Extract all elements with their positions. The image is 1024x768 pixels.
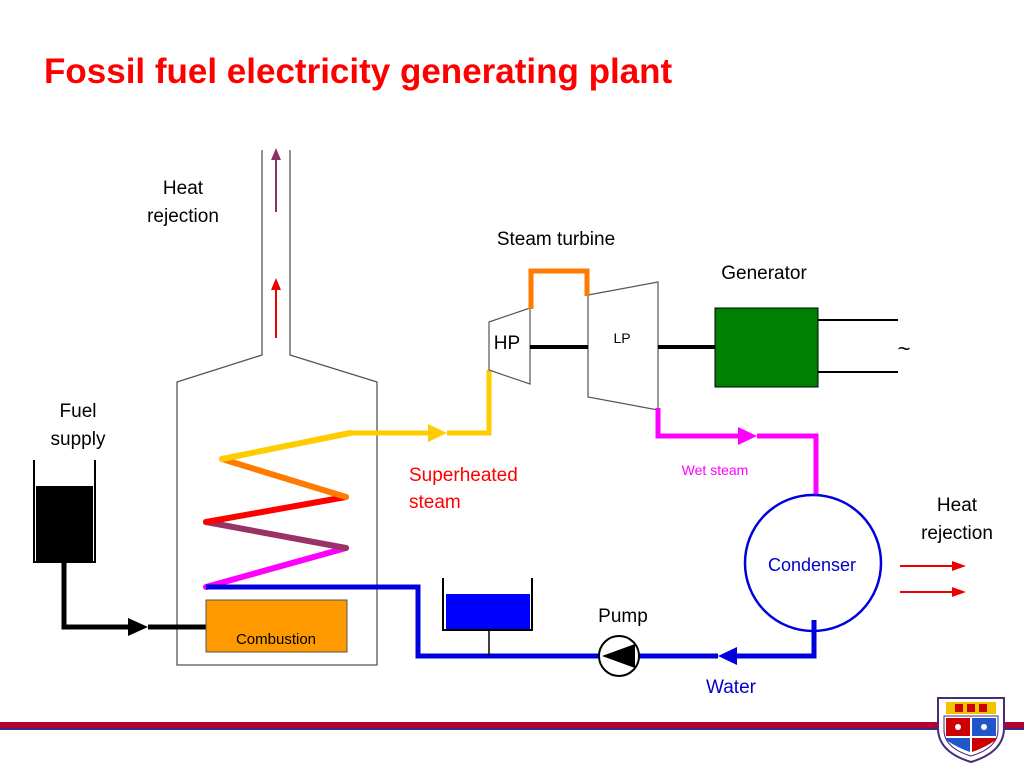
page-title: Fossil fuel electricity generating plant: [44, 52, 673, 91]
flue-heat-arrow-bottom: [271, 278, 281, 338]
generator-label: Generator: [721, 263, 807, 284]
condenser-label: Condenser: [768, 555, 856, 575]
lp-label: LP: [613, 330, 630, 346]
superheated-steam-pipe: [350, 370, 492, 442]
boiler-coil: [203, 430, 353, 590]
wet-steam-label: Wet steam: [682, 462, 749, 478]
steam-turbine-label: Steam turbine: [497, 229, 615, 250]
water-pipe: [206, 584, 817, 665]
superheated-steam-label-1: Superheated: [409, 465, 518, 486]
water-label: Water: [706, 677, 757, 698]
feed-tank-water: [446, 594, 530, 629]
flue-heat-arrow-top: [271, 148, 281, 212]
fuel-supply-label-1: Fuel: [60, 401, 97, 422]
generator-box: [714, 307, 819, 388]
combustion-label: Combustion: [236, 631, 316, 648]
ac-symbol: ~: [898, 336, 911, 361]
hp-turbine: [488, 307, 531, 385]
fuel-tank-fuel: [36, 486, 93, 561]
footer-line: [0, 722, 1024, 728]
heat-rejection-chimney-label-2: rejection: [147, 206, 219, 227]
turbine-crossover-pipe: [528, 268, 590, 309]
heat-rejection-condenser-label-1: Heat: [937, 495, 978, 516]
pump-label: Pump: [598, 606, 648, 627]
fuel-supply-label-2: supply: [51, 429, 106, 450]
fuel-line: [61, 562, 206, 636]
heat-rejection-condenser-label-2: rejection: [921, 523, 993, 544]
boiler-outline: [176, 150, 378, 666]
wet-steam-pipe: [655, 408, 819, 503]
lp-turbine: [587, 281, 659, 411]
hp-label: HP: [494, 333, 520, 354]
condenser-heat-arrows: [900, 561, 966, 597]
feed-tank-outline: [442, 578, 533, 631]
superheated-steam-label-2: steam: [409, 492, 461, 513]
pump-icon: [598, 635, 640, 677]
university-crest-logo: [937, 697, 1005, 764]
heat-rejection-chimney-label-1: Heat: [163, 178, 204, 199]
combustion-box: [205, 599, 348, 653]
footer-line-accent: [0, 728, 1024, 730]
